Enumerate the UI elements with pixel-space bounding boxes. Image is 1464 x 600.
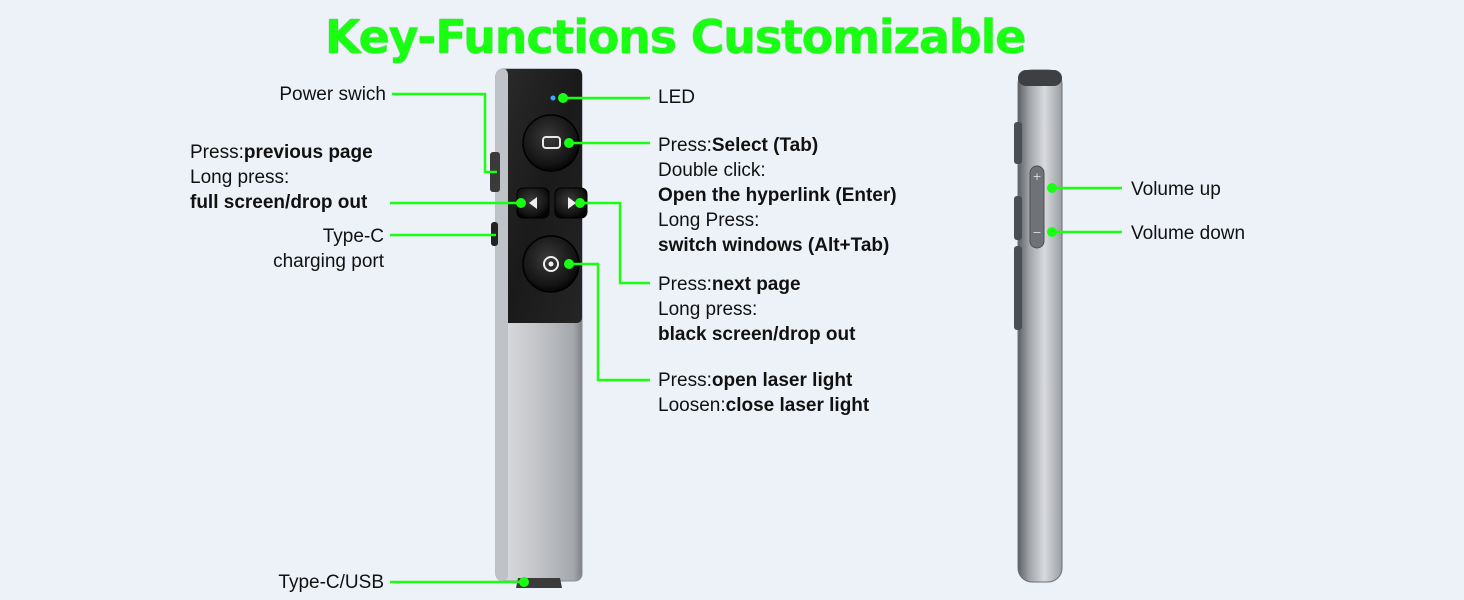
label-led: LED — [658, 87, 695, 108]
label-type-c-usb: Type-C/USB — [278, 572, 384, 593]
callout-laser — [567, 262, 650, 382]
callout-next — [580, 201, 650, 285]
laser-button-icon — [543, 256, 559, 272]
label-select: Press:Select (Tab) Double click: Open th… — [658, 135, 897, 256]
label-volume-down: Volume down — [1131, 223, 1246, 244]
label-power-switch: Power swich — [279, 84, 386, 105]
volume-plus-glyph: + — [1032, 170, 1041, 183]
left-arrow-icon — [529, 197, 537, 209]
label-type-c-charging: Type-C charging port — [273, 226, 384, 272]
label-volume-up: Volume up — [1131, 179, 1221, 200]
led-indicator-icon — [550, 95, 556, 101]
label-laser: Press:open laser light Loosen:close lase… — [658, 370, 870, 416]
select-button-icon — [542, 136, 561, 149]
callout-power — [392, 92, 497, 174]
remote-side-view: + − — [1014, 69, 1063, 583]
remote-front-view — [490, 68, 588, 588]
right-arrow-icon — [568, 197, 576, 209]
volume-minus-glyph: − — [1032, 226, 1041, 239]
label-next-page: Press:next page Long press: black screen… — [658, 274, 856, 345]
label-previous-page: Press:previous page Long press: full scr… — [190, 142, 373, 213]
callout-dots — [516, 93, 1057, 587]
page-title: Key-Functions Customizable — [325, 10, 1026, 64]
callout-lines — [390, 92, 1122, 584]
volume-rocker — [1029, 165, 1045, 249]
